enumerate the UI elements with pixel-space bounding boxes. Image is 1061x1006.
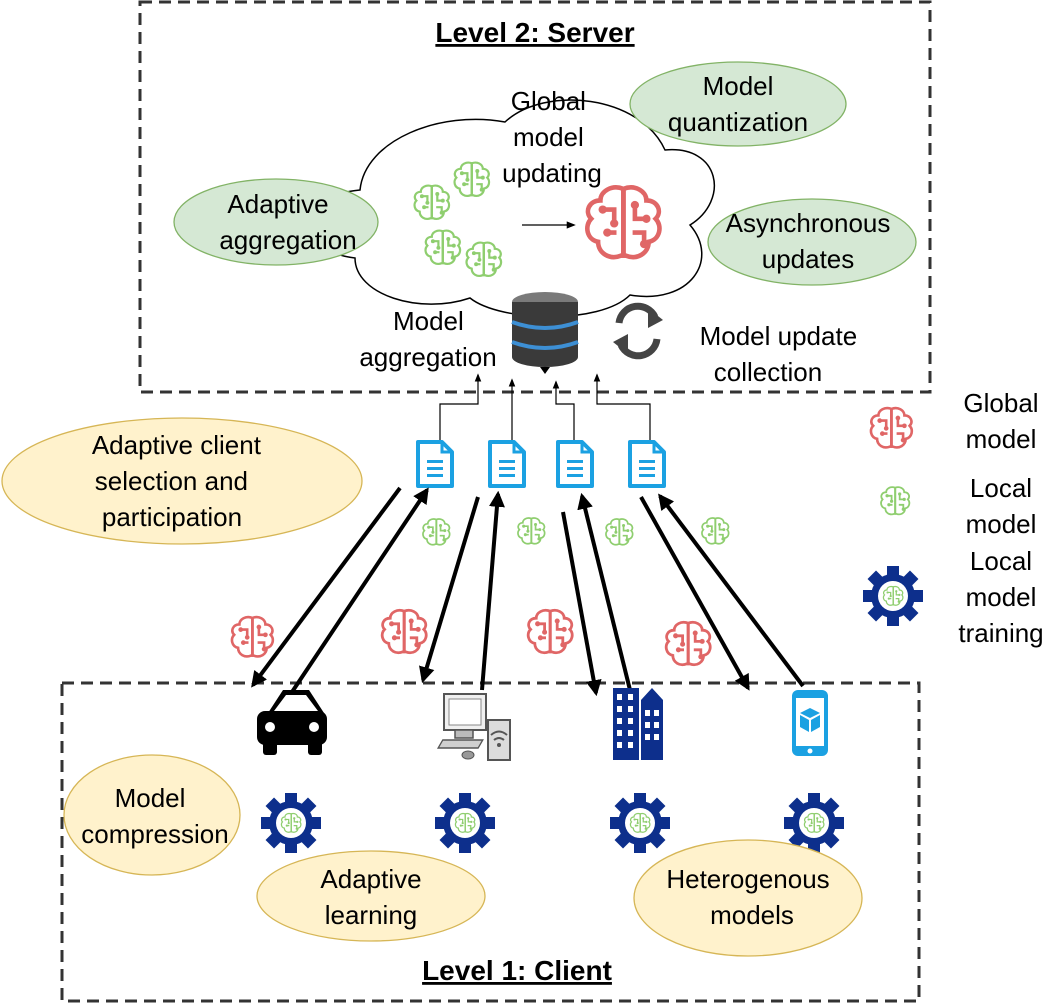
model-aggregation-label: Model aggregation [359, 306, 496, 372]
adaptive-client-selection-feature: Adaptive client selection and participat… [1, 417, 363, 545]
local-update-document-icon [628, 440, 666, 488]
svg-text:Adaptive client selectio: Adaptive client selection and participat… [92, 430, 268, 532]
model-update-collection-label: Model update collection [700, 321, 865, 387]
local-model-icon [422, 518, 451, 546]
local-training-gear-icon [435, 793, 495, 853]
local-update-document-icon [416, 440, 454, 488]
upload-connectors [439, 373, 651, 440]
server-title: Level 2: Server [435, 17, 634, 48]
local-model-icon [605, 518, 634, 546]
building-icon [613, 688, 663, 760]
legend-local-training-icon [863, 566, 923, 626]
car-icon [257, 690, 327, 755]
smartphone-icon [792, 690, 828, 756]
local-model-icon [517, 517, 546, 545]
local-model-icon [701, 517, 730, 545]
local-update-document-icon [556, 440, 594, 488]
global-model-updating-label: Global model updating [502, 86, 602, 188]
local-training-gear-icon [261, 793, 321, 853]
global-model-icon [230, 615, 275, 658]
refresh-icon [613, 302, 663, 360]
global-model-icon [380, 608, 428, 655]
computer-icon [436, 693, 511, 761]
global-model-icon [664, 620, 712, 667]
local-training-gear-icon [610, 793, 670, 853]
database-icon [511, 292, 579, 374]
legend-local-model-icon [880, 486, 911, 516]
cloud-shape [309, 99, 715, 318]
global-model-icon [526, 608, 574, 655]
transfer-arrows [251, 486, 805, 697]
local-update-document-icon [488, 440, 526, 488]
client-title: Level 1: Client [422, 955, 612, 986]
client-box [60, 681, 921, 1003]
legend-global-model-icon [869, 406, 914, 449]
